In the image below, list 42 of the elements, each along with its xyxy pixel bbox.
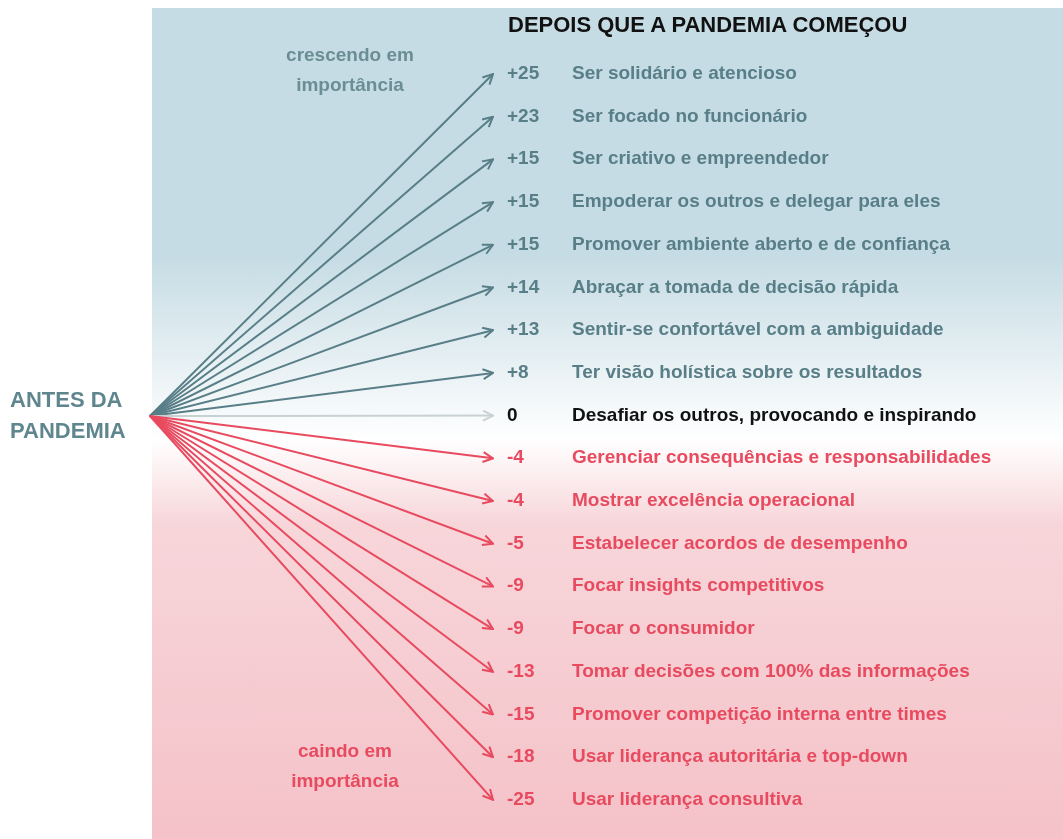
change-value: +15: [507, 232, 540, 255]
change-value: +13: [507, 318, 540, 341]
competency-label: Sentir-se confortável com a ambiguidade: [572, 318, 944, 341]
competency-label: Empoderar os outros e delegar para eles: [572, 190, 941, 213]
change-value: +23: [507, 104, 540, 127]
change-value: -9: [507, 574, 524, 597]
competency-label: Focar insights competitivos: [572, 574, 825, 597]
change-value: -13: [507, 659, 535, 682]
change-value: 0: [507, 403, 518, 426]
chart-title: DEPOIS QUE A PANDEMIA COMEÇOU: [508, 12, 908, 38]
competency-label: Tomar decisões com 100% das informações: [572, 659, 970, 682]
competency-label: Ser focado no funcionário: [572, 104, 808, 127]
competency-label: Mostrar excelência operacional: [572, 489, 855, 511]
competency-label: Usar liderança autoritária e top-down: [572, 745, 908, 768]
competency-label: Abraçar a tomada de decisão rápida: [572, 275, 899, 298]
change-value: -5: [507, 531, 524, 554]
competency-label: Focar o consumidor: [572, 617, 755, 640]
change-value: -4: [507, 446, 524, 469]
competency-label: Promover competição interna entre times: [572, 702, 947, 725]
change-value: +25: [507, 62, 540, 84]
annotation-text: caindo em importância: [290, 739, 400, 793]
change-value: -25: [507, 787, 535, 810]
change-value: -9: [507, 617, 524, 640]
change-value: -18: [507, 745, 535, 768]
competency-label: Gerenciar consequências e responsabilidades: [572, 446, 992, 469]
change-value: +15: [507, 147, 540, 170]
change-value: -15: [507, 702, 535, 725]
change-value: +14: [507, 275, 540, 298]
competency-label: Desafiar os outros, provocando e inspirando: [572, 403, 977, 426]
competency-label: Ser solidário e atencioso: [572, 62, 797, 84]
change-value: +8: [507, 360, 529, 383]
change-value: +15: [507, 190, 540, 213]
competency-label: Promover ambiente aberto e de confiança: [572, 232, 950, 255]
competency-label: Ter visão holística sobre os resultados: [572, 360, 923, 383]
change-value: -4: [507, 489, 524, 511]
competency-label: Ser criativo e empreendedor: [572, 147, 829, 170]
annotation-text: crescendo em importância: [285, 43, 415, 97]
arrow: [149, 415, 494, 464]
arrow: [149, 201, 494, 417]
source-label: ANTES DA PANDEMIA: [10, 384, 135, 446]
competency-label: Estabelecer acordos de desempenho: [572, 531, 908, 554]
competency-label: Usar liderança consultiva: [572, 787, 803, 810]
